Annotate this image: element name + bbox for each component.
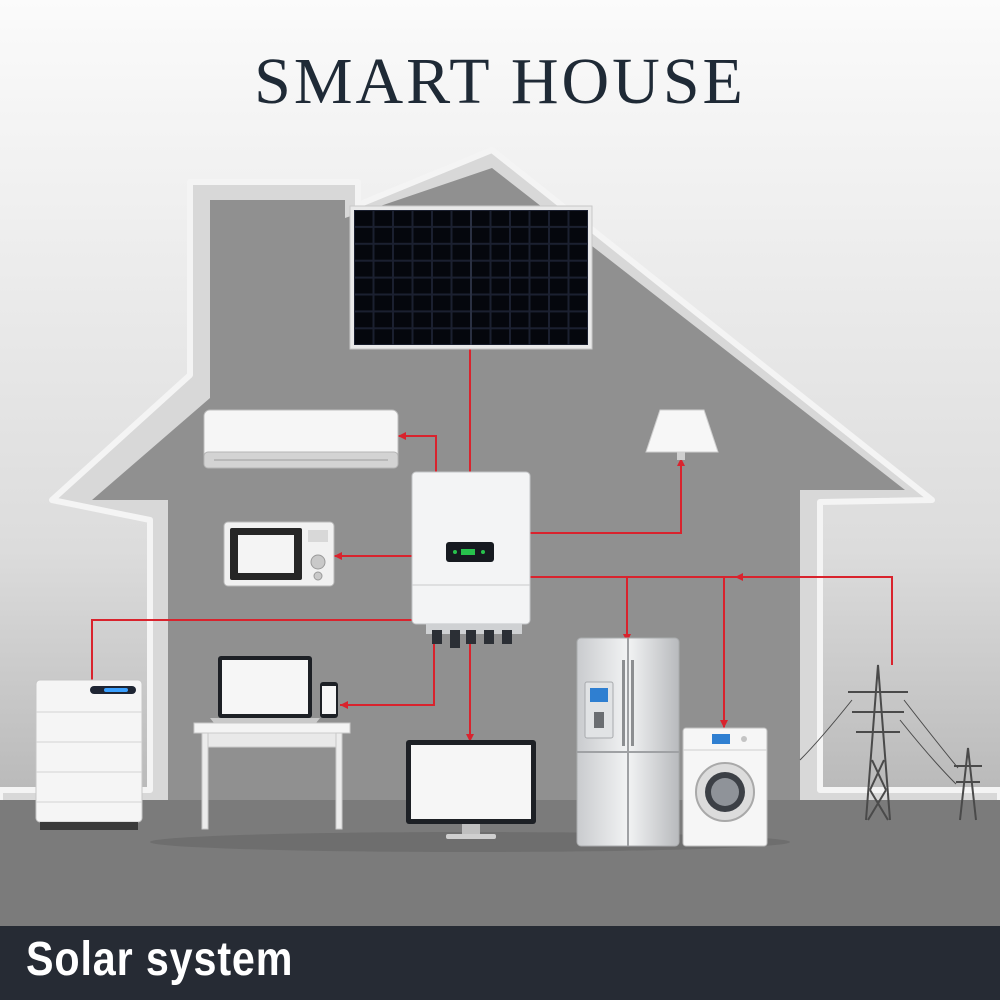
- smartphone-icon: [320, 682, 338, 718]
- arrow-grid: [735, 573, 743, 581]
- monitor-icon: [406, 740, 536, 839]
- arrow-ac: [398, 432, 406, 440]
- solar-panel-icon: [349, 205, 593, 350]
- wire-ac: [398, 435, 437, 475]
- arrow-laptop: [340, 701, 348, 709]
- refrigerator-icon: [576, 637, 680, 847]
- arrow-microwave: [334, 552, 342, 560]
- microwave-icon: [223, 521, 335, 587]
- footer-bar: Solar system: [0, 926, 1000, 1000]
- arrow-washer: [720, 720, 728, 728]
- wire-arrowheads: [334, 432, 743, 742]
- page-title: SMART HOUSE: [254, 45, 746, 118]
- arrow-lamp: [677, 458, 685, 466]
- wire-lamp: [530, 460, 682, 534]
- air-conditioner-icon: [203, 409, 399, 469]
- inverter-icon: [411, 471, 531, 648]
- footer-label: Solar system: [26, 933, 294, 986]
- wire-battery: [91, 619, 412, 680]
- power-grid-tower-icon: [799, 664, 982, 821]
- laptop-icon: [210, 656, 320, 723]
- desk-icon: [193, 722, 351, 830]
- connection-lines: [91, 346, 893, 742]
- arrow-monitor: [466, 734, 474, 742]
- ceiling-lamp-icon: [645, 409, 719, 460]
- washing-machine-icon: [682, 727, 768, 847]
- wire-fridge: [530, 576, 893, 665]
- battery-storage-icon: [35, 679, 143, 830]
